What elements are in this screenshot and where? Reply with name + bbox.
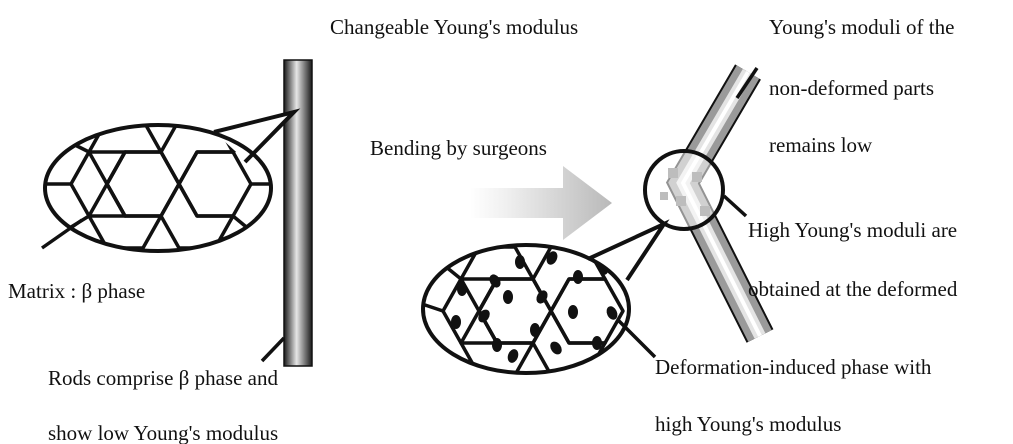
label-rods-line1: Rods comprise β phase and xyxy=(48,366,278,390)
label-moduli-line3: remains low xyxy=(769,133,873,157)
label-moduli-line2: non-deformed parts xyxy=(769,76,934,100)
deformed-zone-circle xyxy=(645,151,723,229)
rods-leader-line xyxy=(262,338,284,361)
deformed-callout-bubble xyxy=(410,224,664,375)
bending-arrow xyxy=(470,166,612,240)
label-bending: Bending by surgeons xyxy=(370,136,547,160)
label-matrix: Matrix : β phase xyxy=(8,279,145,303)
label-high-line2: obtained at the deformed xyxy=(748,277,958,301)
high-moduli-leader-line xyxy=(724,196,746,216)
label-moduli-line1: Young's moduli of the xyxy=(769,15,954,39)
matrix-callout-bubble xyxy=(40,112,294,251)
label-high-line1: High Young's moduli are xyxy=(748,218,957,242)
label-deformation-line2: high Young's modulus xyxy=(655,412,841,436)
straight-rod xyxy=(284,60,312,366)
label-deformation-line1: Deformation-induced phase with xyxy=(655,355,932,379)
label-changeable-modulus: Changeable Young's modulus xyxy=(330,15,578,39)
label-rods-line2: show low Young's modulus xyxy=(48,421,278,444)
